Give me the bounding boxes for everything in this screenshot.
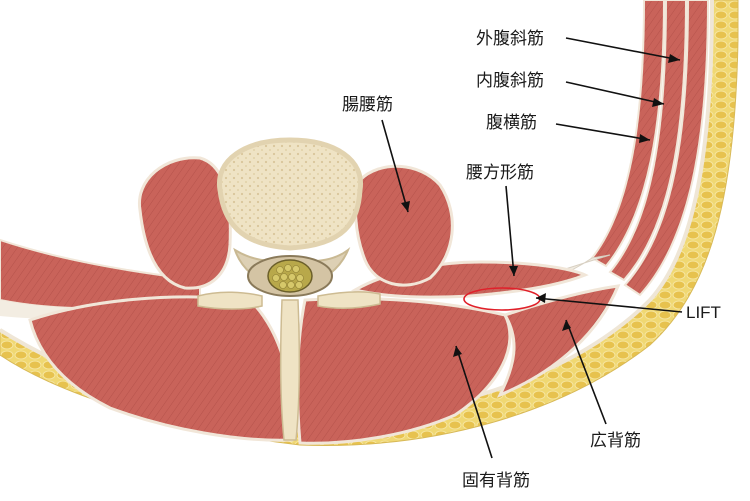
arrowhead-transversus <box>639 134 650 143</box>
external-oblique-muscle <box>623 0 710 297</box>
internal-oblique-muscle <box>608 0 688 282</box>
leader-external-oblique <box>565 37 681 61</box>
arrowhead-lift <box>536 293 546 303</box>
vertebral-body <box>216 137 364 251</box>
arrowhead-external-oblique <box>668 54 680 63</box>
leader-psoas <box>381 119 409 213</box>
psoas-right-muscle <box>353 164 454 287</box>
label-latissimus: 広背筋 <box>590 431 641 451</box>
arrowhead-internal-oblique <box>652 98 664 107</box>
leader-transversus <box>555 123 651 141</box>
leader-lift <box>535 297 683 313</box>
label-transversus: 腹横筋 <box>486 113 537 133</box>
leader-internal-oblique <box>565 81 665 105</box>
label-psoas: 腸腰筋 <box>342 95 393 115</box>
transverse-process-right <box>317 291 381 309</box>
spinous-process <box>279 299 301 441</box>
leader-erector <box>455 345 493 459</box>
label-lift: LIFT <box>686 303 721 322</box>
nerve-roots <box>272 264 304 289</box>
psoas-left-muscle <box>137 156 232 290</box>
label-quadratus: 腰方形筋 <box>466 163 534 183</box>
label-erector: 固有背筋 <box>462 471 530 491</box>
arrowhead-latissimus <box>562 320 571 331</box>
latissimus-dorsi-muscle <box>496 284 621 398</box>
leader-latissimus <box>565 319 607 425</box>
erector-spinae-left <box>28 295 294 442</box>
label-internal-oblique: 内腹斜筋 <box>476 71 544 91</box>
transverse-process-left <box>197 291 263 310</box>
leader-quadratus <box>505 185 515 277</box>
arrowhead-erector <box>453 346 462 357</box>
label-external-oblique: 外腹斜筋 <box>476 29 544 49</box>
arrowhead-quadratus <box>509 266 518 276</box>
arrowhead-psoas <box>401 201 410 212</box>
